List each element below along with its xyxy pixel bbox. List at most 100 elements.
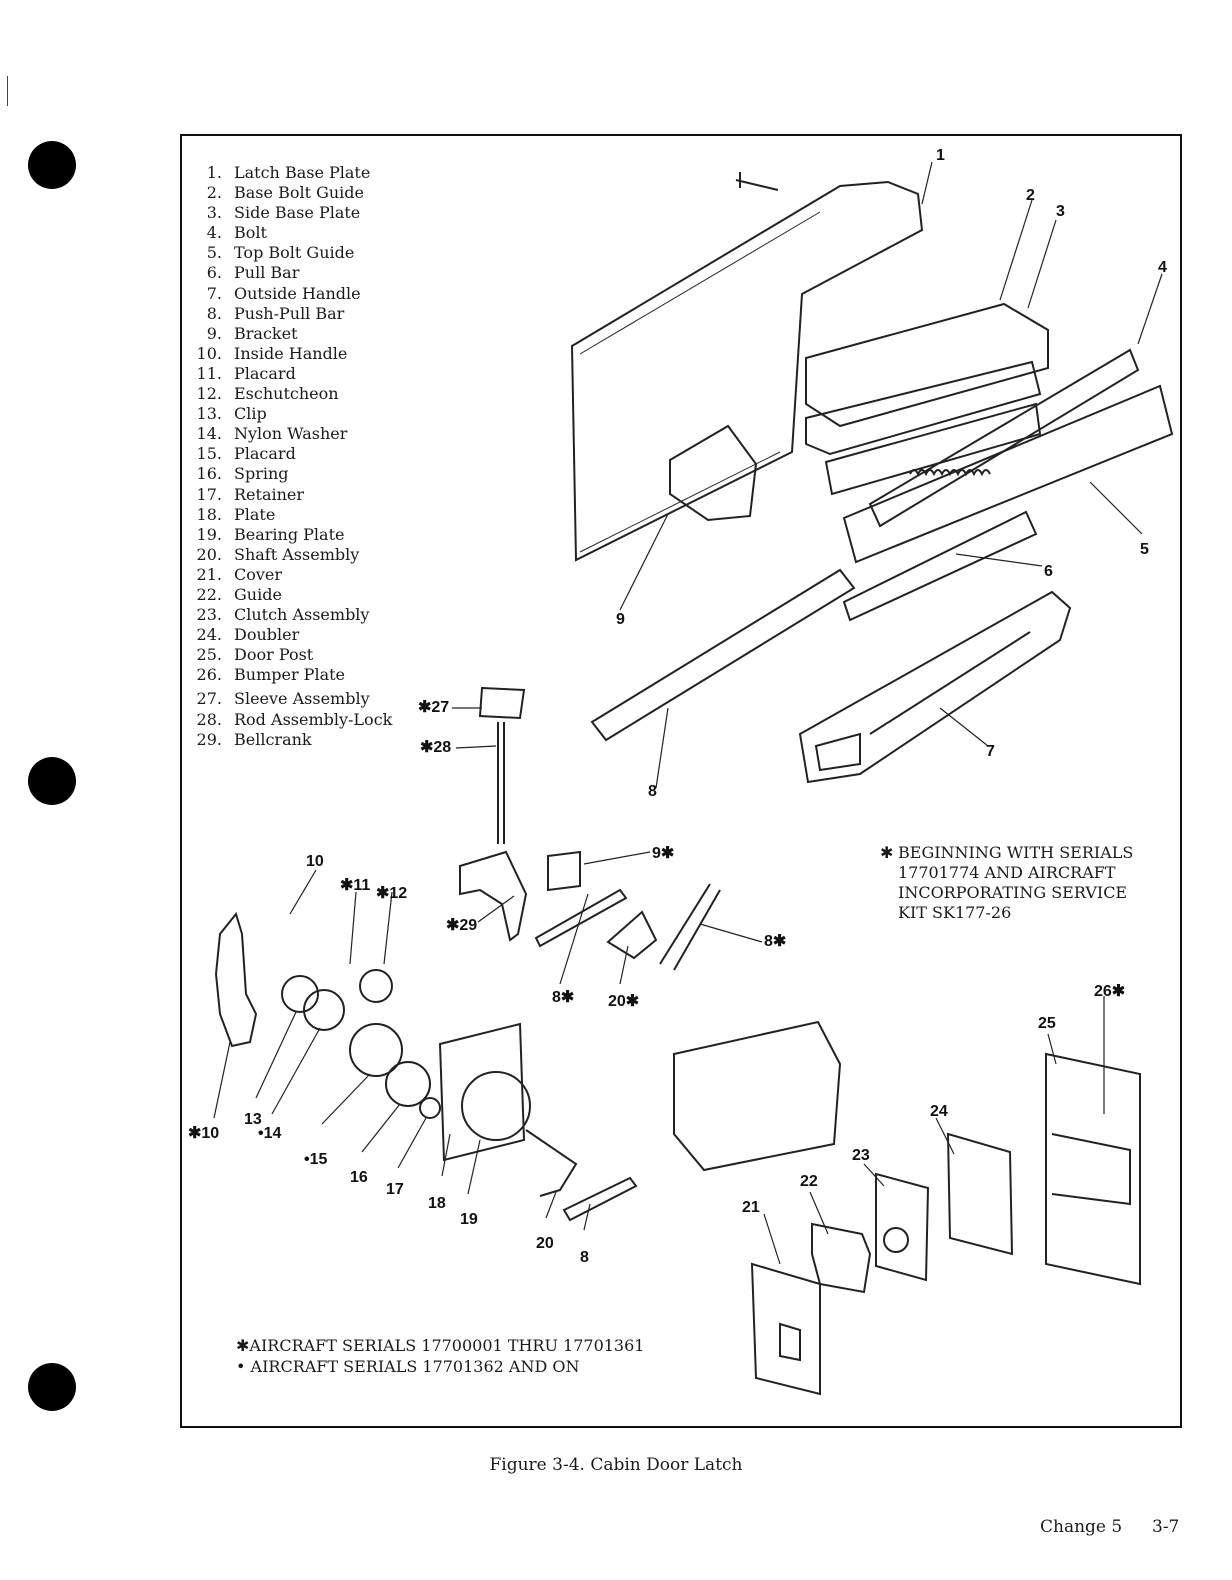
legend-number: 6. <box>206 263 222 283</box>
legend-part-name: Plate <box>234 504 276 524</box>
callout-11: ✱11 <box>340 877 370 894</box>
legend-item: 6.Pull Bar <box>188 263 392 283</box>
nylon-washer <box>303 989 345 1031</box>
figure-caption: Figure 3-4. Cabin Door Latch <box>489 1455 743 1475</box>
legend-item: 4.Bolt <box>188 223 392 243</box>
legend-part-name: Clip <box>234 404 267 424</box>
legend-part-name: Cover <box>234 564 283 584</box>
page-number: 3-7 <box>1152 1517 1180 1537</box>
screw-top <box>735 172 779 191</box>
legend-number: 21. <box>196 564 222 584</box>
legend-item: 21. Cover <box>188 565 392 585</box>
latch-housing-shape <box>673 1020 842 1172</box>
inside-handle-shape <box>214 911 258 1048</box>
callout-21: 21 <box>742 1199 760 1216</box>
legend-part-name: Shaft Assembly <box>234 544 360 564</box>
clutch-knob <box>883 1227 909 1253</box>
legend-part-name: Bracket <box>234 323 298 343</box>
legend-part-name: Placard <box>234 363 296 383</box>
callout-8-top: 8 <box>648 783 657 800</box>
legend-number: 19. <box>196 524 222 544</box>
legend-item: 5.Top Bolt Guide <box>188 243 392 263</box>
legend-item: 14. Nylon Washer <box>188 424 392 444</box>
push-pull-bar-mid <box>534 888 628 948</box>
legend-number: 7. <box>206 283 222 303</box>
legend-number: 14. <box>196 424 222 444</box>
eschutcheon-ring <box>359 969 393 1003</box>
callout-2: 2 <box>1026 187 1035 204</box>
legend-number: 24. <box>196 625 222 645</box>
serials-line-1: BEGINNING WITH SERIALS <box>898 843 1134 862</box>
footnote-dot: • AIRCRAFT SERIALS 17701362 AND ON <box>236 1357 580 1376</box>
legend-item: 28.Rod Assembly-Lock <box>188 710 393 730</box>
push-pull-bar-low <box>562 1176 638 1222</box>
change-label: Change 5 <box>1040 1517 1123 1537</box>
legend-number: 17. <box>196 484 222 504</box>
shaft-assembly <box>525 1129 578 1197</box>
legend-item: 9.Bracket <box>188 324 392 344</box>
legend-item: 10.Inside Handle <box>188 344 392 364</box>
legend-part-name: Nylon Washer <box>234 424 348 444</box>
shaft-assembly-mid <box>606 910 658 960</box>
callout-8-low: 8 <box>580 1249 589 1266</box>
callout-22: 22 <box>800 1173 818 1190</box>
legend-number: 20. <box>196 544 222 564</box>
legend-number: 29. <box>196 729 222 749</box>
legend-item: 20. Shaft Assembly <box>188 545 392 565</box>
bracket-mid <box>547 850 581 892</box>
callout-3: 3 <box>1056 203 1065 220</box>
legend-part-name: Spring <box>234 464 289 484</box>
callout-8-mid-b: 8✱ <box>552 989 574 1006</box>
callout-29: ✱29 <box>446 917 477 934</box>
legend-number: 8. <box>206 303 222 323</box>
legend-number: 27. <box>196 689 222 709</box>
latch-base-plate-shape <box>570 180 924 562</box>
exploded-view-diagram: 1 2 3 4 5 6 7 8 9 ✱27 ✱28 9✱ ✱29 8✱ 8✱ 2… <box>188 147 1174 1396</box>
serials-line-4: KIT SK177-26 <box>898 903 1012 922</box>
legend-number: 23. <box>196 605 222 625</box>
legend-part-name: Bellcrank <box>234 729 312 749</box>
callout-10-low: ✱10 <box>188 1125 219 1142</box>
callout-9-mid: 9✱ <box>652 845 674 862</box>
legend-number: 3. <box>206 203 222 223</box>
clip-ring <box>281 975 319 1013</box>
push-pull-bar-right <box>659 883 721 971</box>
callout-15: •15 <box>304 1151 328 1168</box>
legend-item: 25.Door Post <box>188 645 392 665</box>
callout-18: 18 <box>428 1195 446 1212</box>
serials-star: ✱ <box>880 843 894 862</box>
callout-14: •14 <box>258 1125 282 1142</box>
legend-number: 15. <box>196 444 222 464</box>
legend-item: 16. Spring <box>188 464 392 484</box>
bearing-plate <box>461 1071 531 1141</box>
doubler-shape <box>946 1132 1014 1256</box>
callout-13: 13 <box>244 1111 262 1128</box>
legend-number: 2. <box>206 183 222 203</box>
legend-item: 11.Placard <box>188 364 392 384</box>
legend-part-name: Latch Base Plate <box>234 163 371 182</box>
legend-part-name: Sleeve Assembly <box>234 689 370 709</box>
legend-number: 22. <box>196 584 222 604</box>
legend-item: 26.Bumper Plate <box>188 665 392 685</box>
plate-shape <box>438 1022 526 1162</box>
legend-item: 8.Push-Pull Bar <box>188 304 392 324</box>
outside-handle-shape <box>798 590 1072 784</box>
callout-20: 20 <box>536 1235 554 1252</box>
callout-5: 5 <box>1140 541 1149 558</box>
callout-7: 7 <box>986 743 995 760</box>
legend-number: 12. <box>196 384 222 404</box>
push-pull-rod <box>590 568 856 742</box>
legend-part-name: Inside Handle <box>234 343 348 363</box>
legend-number: 16. <box>196 464 222 484</box>
callout-24: 24 <box>930 1103 948 1120</box>
callout-10: 10 <box>306 853 324 870</box>
callout-26: 26✱ <box>1094 983 1125 1000</box>
callout-16: 16 <box>350 1169 368 1186</box>
binder-mark <box>7 76 8 106</box>
bolt-guide-blocks <box>805 302 1049 496</box>
legend-part-name: Bolt <box>234 223 267 243</box>
callout-28: ✱28 <box>420 739 451 756</box>
legend-part-name: Bumper Plate <box>234 665 345 685</box>
legend-part-name: Door Post <box>234 645 314 665</box>
